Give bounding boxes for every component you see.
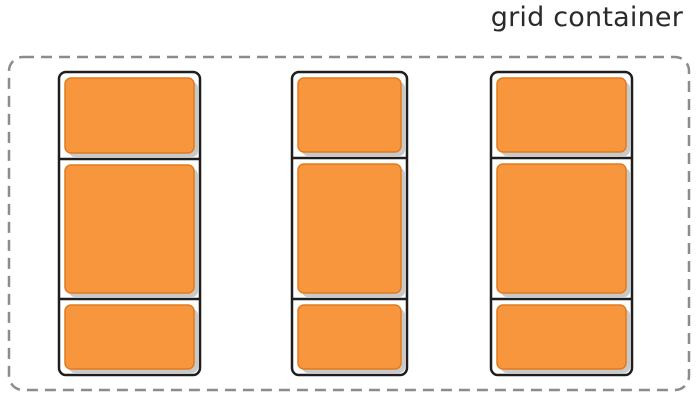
column-1	[57, 70, 202, 377]
grid-item-box	[64, 304, 195, 370]
grid-item-box	[496, 77, 627, 153]
grid-item	[64, 304, 198, 373]
grid-item-box	[496, 163, 627, 294]
grid-item-box	[496, 304, 627, 370]
grid-container-outline	[7, 55, 691, 392]
grid-item-box	[64, 77, 195, 154]
grid-item	[496, 163, 630, 297]
grid-item	[297, 77, 405, 156]
grid-item	[297, 163, 405, 297]
grid-container-label: grid container	[490, 2, 683, 33]
grid-item-box	[297, 163, 402, 294]
grid-item	[297, 304, 405, 373]
grid-item-box	[297, 77, 402, 153]
grid-columns	[57, 70, 634, 377]
column-2	[290, 70, 409, 377]
grid-item	[496, 77, 630, 156]
column-3	[489, 70, 634, 377]
grid-item-box	[297, 304, 402, 370]
grid-item	[64, 77, 198, 157]
grid-item	[496, 304, 630, 373]
grid-item-box	[64, 164, 195, 294]
grid-item	[64, 164, 198, 297]
